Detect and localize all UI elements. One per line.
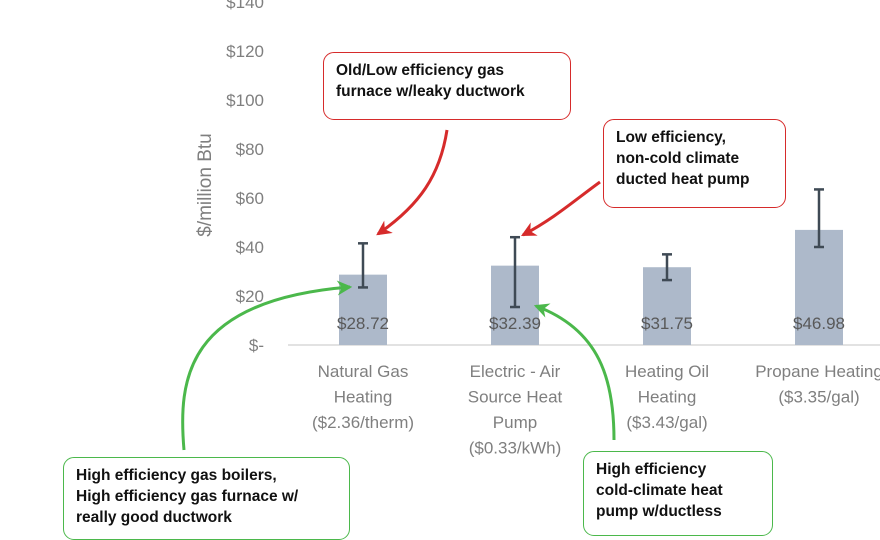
category-label: ($0.33/kWh) [469,439,562,458]
axis-layer: $- $20 $40 $60 $80 $100 $120 $140 $/million Btu [195,0,880,355]
callout-line: High efficiency [596,461,707,478]
red-arrow-heat-pump [521,180,601,237]
category-label: Electric - Air [470,362,561,381]
callout-line: High efficiency gas boilers, [76,467,277,484]
category-label: Source Heat [468,388,563,407]
category-label: ($3.35/gal) [778,388,859,407]
data-label: $46.98 [793,314,845,333]
green-arrow-heat-pump [533,303,616,441]
category-label: ($3.43/gal) [626,413,707,432]
callout-line: cold-climate heat [596,482,723,499]
red-arrow-gas [376,129,449,236]
category-label: Heating [334,388,393,407]
y-tick-label: $- [249,336,264,355]
category-label: Heating [638,388,697,407]
callout-line: Old/Low efficiency gas [336,62,504,79]
callout-line: Low efficiency, [616,129,726,146]
callout-cold-climate-heat-pump: High efficiency cold-climate heat pump w… [583,451,773,536]
category-label: Natural Gas [318,362,409,381]
data-label: $28.72 [337,314,389,333]
y-tick-label: $120 [226,42,264,61]
callout-line: non-cold climate [616,150,740,167]
y-tick-label: $60 [236,189,264,208]
data-label: $32.39 [489,314,541,333]
y-tick-label: $40 [236,238,264,257]
arrows-layer [181,129,616,451]
y-tick-label: $80 [236,140,264,159]
callout-high-eff-gas: High efficiency gas boilers, High effici… [63,457,350,540]
callout-line: really good ductwork [76,509,232,526]
category-label: Pump [493,413,537,432]
y-axis-title: $/million Btu [195,133,216,237]
callout-low-eff-heat-pump: Low efficiency, non-cold climate ducted … [603,119,786,208]
green-arrow-gas [181,280,353,451]
category-label: Heating Oil [625,362,709,381]
callout-line: furnace w/leaky ductwork [336,83,525,100]
category-label: ($2.36/therm) [312,413,414,432]
callout-line: pump w/ductless [596,503,722,520]
bar [795,229,843,345]
callout-old-gas-furnace: Old/Low efficiency gas furnace w/leaky d… [323,52,571,120]
category-label: Propane Heating [755,362,880,381]
y-tick-label: $20 [236,287,264,306]
y-tick-label: $100 [226,91,264,110]
bars-layer [339,188,843,345]
data-label: $31.75 [641,314,693,333]
callout-line: ducted heat pump [616,171,750,188]
y-tick-label: $140 [226,0,264,12]
callout-line: High efficiency gas furnace w/ [76,488,299,505]
